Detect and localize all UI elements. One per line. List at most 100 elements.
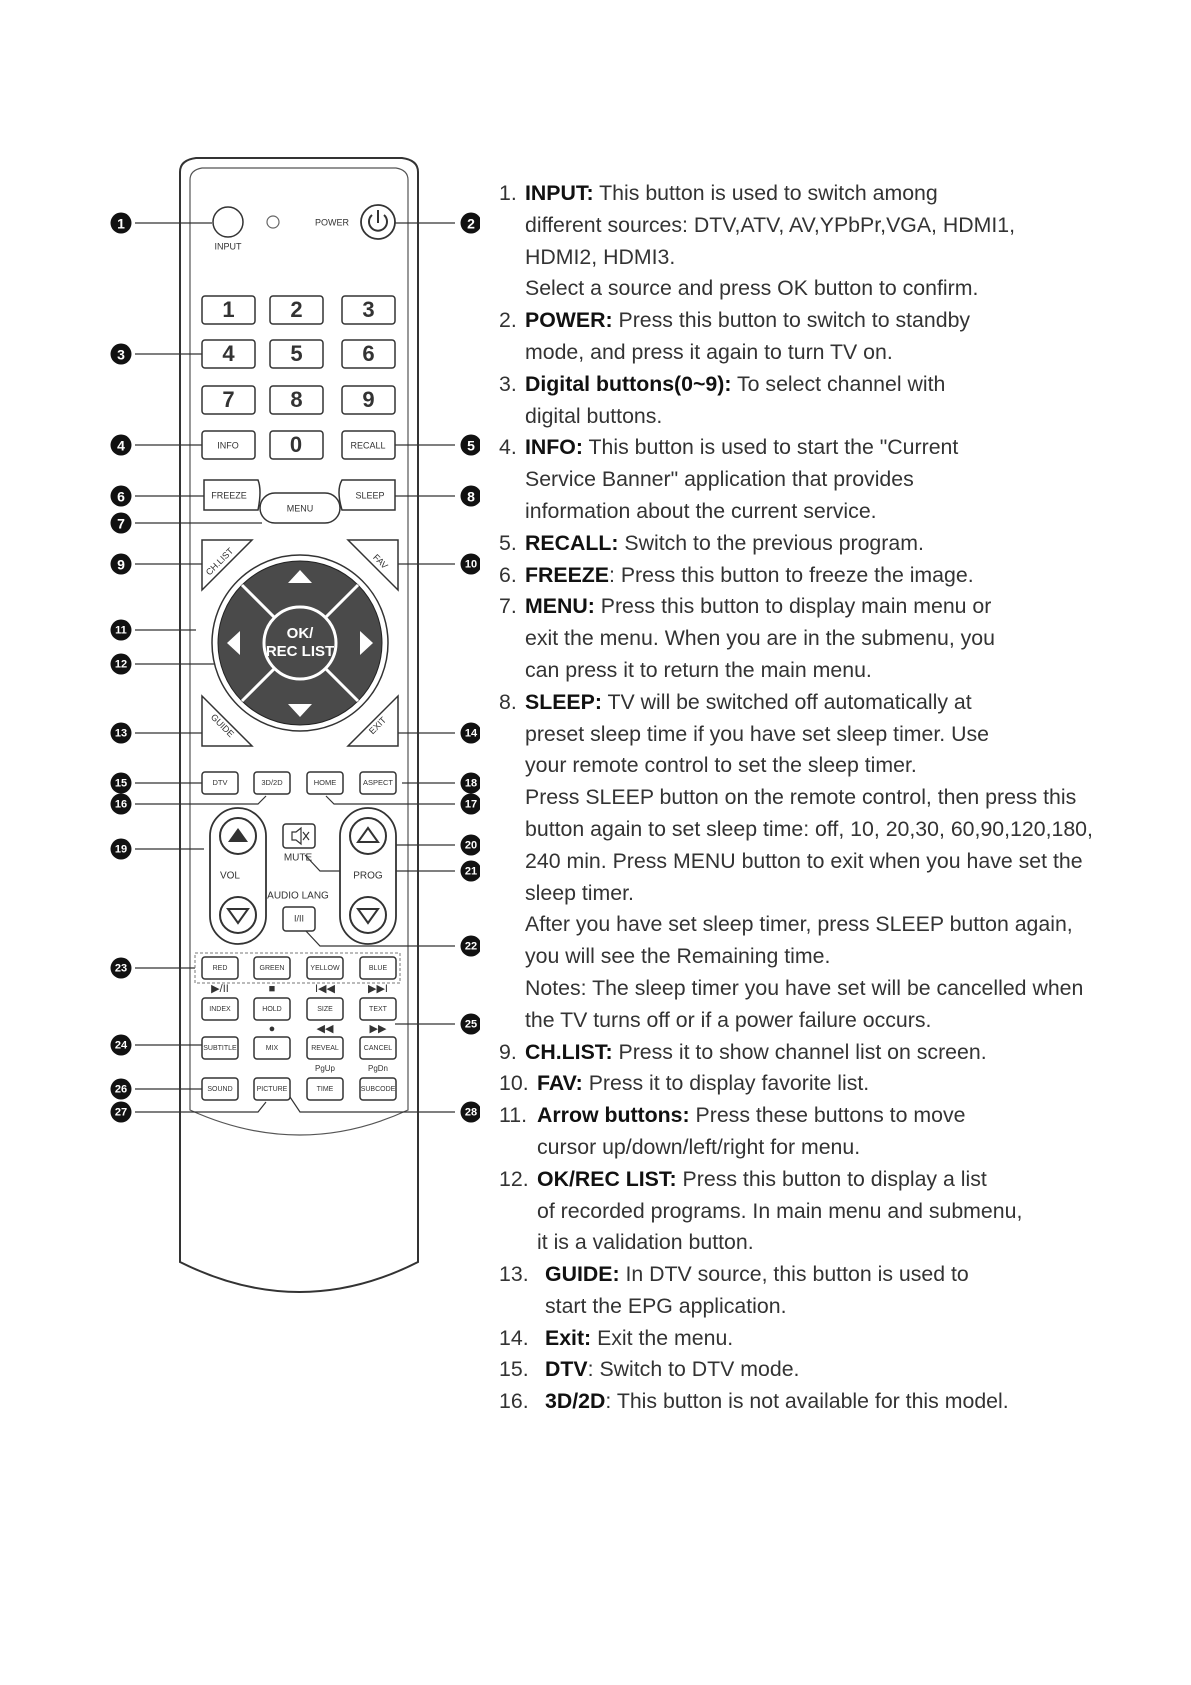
- digit-6-button[interactable]: 6: [341, 339, 396, 369]
- callout-5: 5: [460, 434, 480, 456]
- dtv-button[interactable]: DTV: [201, 771, 239, 795]
- fav-button[interactable]: FAV: [346, 539, 399, 592]
- teletext-mix-button[interactable]: MIX: [253, 1036, 291, 1060]
- manual-item-number: 2.: [499, 308, 517, 333]
- vol-down-button[interactable]: [219, 896, 257, 934]
- arrow-right-button[interactable]: [360, 631, 373, 655]
- audio-lang-button[interactable]: I/II: [282, 906, 316, 932]
- teletext-text-button[interactable]: TEXT: [359, 997, 397, 1021]
- prog-up-button[interactable]: [349, 817, 387, 855]
- callout-lines: [135, 222, 455, 1113]
- callout-26: 26: [110, 1078, 132, 1100]
- sleep-button[interactable]: SLEEP: [338, 479, 396, 511]
- manual-item: 1.INPUT: This button is used to switch a…: [499, 178, 1099, 273]
- callout-8: 8: [460, 485, 480, 507]
- menu-button[interactable]: MENU: [259, 492, 341, 524]
- manual-item-line: Press these buttons to move: [695, 1103, 966, 1128]
- callout-number-19: 19: [115, 844, 127, 856]
- callout-number-8: 8: [467, 489, 475, 505]
- digit-6-label: 6: [362, 341, 374, 366]
- color-yellow-button[interactable]: YELLOW: [306, 956, 344, 980]
- manual-item: 13.GUIDE: In DTV source, this button is …: [499, 1259, 1099, 1323]
- function-time-button[interactable]: TIME: [306, 1077, 344, 1101]
- function-picture-label: PICTURE: [257, 1086, 288, 1093]
- color-blue-button[interactable]: BLUE: [359, 956, 397, 980]
- teletext-index-button[interactable]: INDEX: [201, 997, 239, 1021]
- digit-9-label: 9: [362, 387, 374, 412]
- power-icon: [368, 214, 388, 232]
- digit-7-button[interactable]: 7: [201, 385, 256, 415]
- arrow-up-button[interactable]: [288, 570, 312, 583]
- play-pause-icon: ▶/II: [211, 983, 229, 995]
- digit-9-button[interactable]: 9: [341, 385, 396, 415]
- callout-number-1: 1: [117, 216, 125, 232]
- info-button[interactable]: INFO: [201, 430, 256, 460]
- digit-4-button[interactable]: 4: [201, 339, 256, 369]
- callout-2: 2: [460, 212, 480, 234]
- digit-2-button[interactable]: 2: [269, 295, 324, 325]
- callout-number-27: 27: [115, 1107, 127, 1119]
- manual-item-line: Press this button to display a list: [682, 1166, 987, 1191]
- home-button[interactable]: HOME: [306, 771, 344, 795]
- rec-list-label: REC LIST: [266, 643, 334, 660]
- prog-up-icon: [356, 826, 380, 843]
- teletext-hold-button[interactable]: HOLD: [253, 997, 291, 1021]
- info-button-label: INFO: [217, 440, 239, 450]
- teletext-reveal-button[interactable]: REVEAL: [306, 1036, 344, 1060]
- arrow-left-button[interactable]: [227, 631, 240, 655]
- manual-item-line: of recorded programs. In main menu and s…: [537, 1198, 1023, 1223]
- manual-item-term: SLEEP:: [525, 689, 602, 714]
- manual-item-number: 16.: [499, 1389, 529, 1414]
- arrow-down-button[interactable]: [288, 704, 312, 717]
- digit-8-button[interactable]: 8: [269, 385, 324, 415]
- color-green-button[interactable]: GREEN: [253, 956, 291, 980]
- manual-item-line: your remote control to set the sleep tim…: [525, 753, 917, 778]
- recall-button-label: RECALL: [350, 440, 385, 450]
- prog-rocker[interactable]: PROG: [339, 807, 397, 945]
- vol-up-icon: [228, 828, 248, 842]
- function-subcode-button[interactable]: SUBCODE: [359, 1077, 397, 1101]
- instructions-text: 1.INPUT: This button is used to switch a…: [499, 178, 1099, 1418]
- teletext-size-button[interactable]: SIZE: [306, 997, 344, 1021]
- teletext-cancel-button[interactable]: CANCEL: [359, 1036, 397, 1060]
- callout-24: 24: [110, 1034, 132, 1056]
- vol-rocker[interactable]: VOL: [209, 807, 267, 945]
- callout-17: 17: [460, 793, 480, 815]
- recall-button[interactable]: RECALL: [341, 430, 396, 460]
- freeze-button[interactable]: FREEZE: [203, 479, 261, 511]
- callout-18: 18: [460, 772, 480, 794]
- callout-4: 4: [110, 434, 132, 456]
- power-button[interactable]: [360, 204, 396, 240]
- manual-item: 2.POWER: Press this button to switch to …: [499, 305, 1099, 369]
- input-label: INPUT: [215, 241, 243, 251]
- callout-21: 21: [460, 860, 480, 882]
- color-red-label: RED: [213, 965, 228, 972]
- manual-item-line: Press it to show channel list on screen.: [618, 1039, 987, 1064]
- manual-item: 4.INFO: This button is used to start the…: [499, 432, 1099, 527]
- callout-10: 10: [460, 553, 480, 575]
- mute-button[interactable]: [282, 823, 316, 849]
- teletext-subtitle-button[interactable]: SUBTITLE: [201, 1036, 239, 1060]
- function-picture-button[interactable]: PICTURE: [253, 1077, 291, 1101]
- function-sound-button[interactable]: SOUND: [201, 1077, 239, 1101]
- aspect-button[interactable]: ASPECT: [359, 771, 397, 795]
- menu-button-label: MENU: [287, 503, 314, 513]
- prog-label: PROG: [353, 871, 383, 882]
- callout-number-22: 22: [465, 941, 477, 953]
- ok-rec-list-button[interactable]: [262, 605, 338, 681]
- digit-0-button[interactable]: 0: [269, 430, 324, 460]
- digit-1-button[interactable]: 1: [201, 295, 256, 325]
- mute-label: MUTE: [284, 853, 313, 864]
- manual-item-line: cursor up/down/left/right for menu.: [537, 1134, 861, 1159]
- input-button[interactable]: [212, 206, 244, 238]
- prog-down-button[interactable]: [349, 896, 387, 934]
- threed-button[interactable]: 3D/2D: [253, 771, 291, 795]
- color-red-button[interactable]: RED: [201, 956, 239, 980]
- manual-item: 12.OK/REC LIST: Press this button to dis…: [499, 1164, 1099, 1259]
- digit-5-button[interactable]: 5: [269, 339, 324, 369]
- manual-item-line: : This button is not available for this …: [605, 1389, 1009, 1414]
- teletext-cancel-label: CANCEL: [364, 1045, 393, 1052]
- digit-5-label: 5: [290, 341, 302, 366]
- mute-speaker-icon: [291, 826, 310, 846]
- digit-3-button[interactable]: 3: [341, 295, 396, 325]
